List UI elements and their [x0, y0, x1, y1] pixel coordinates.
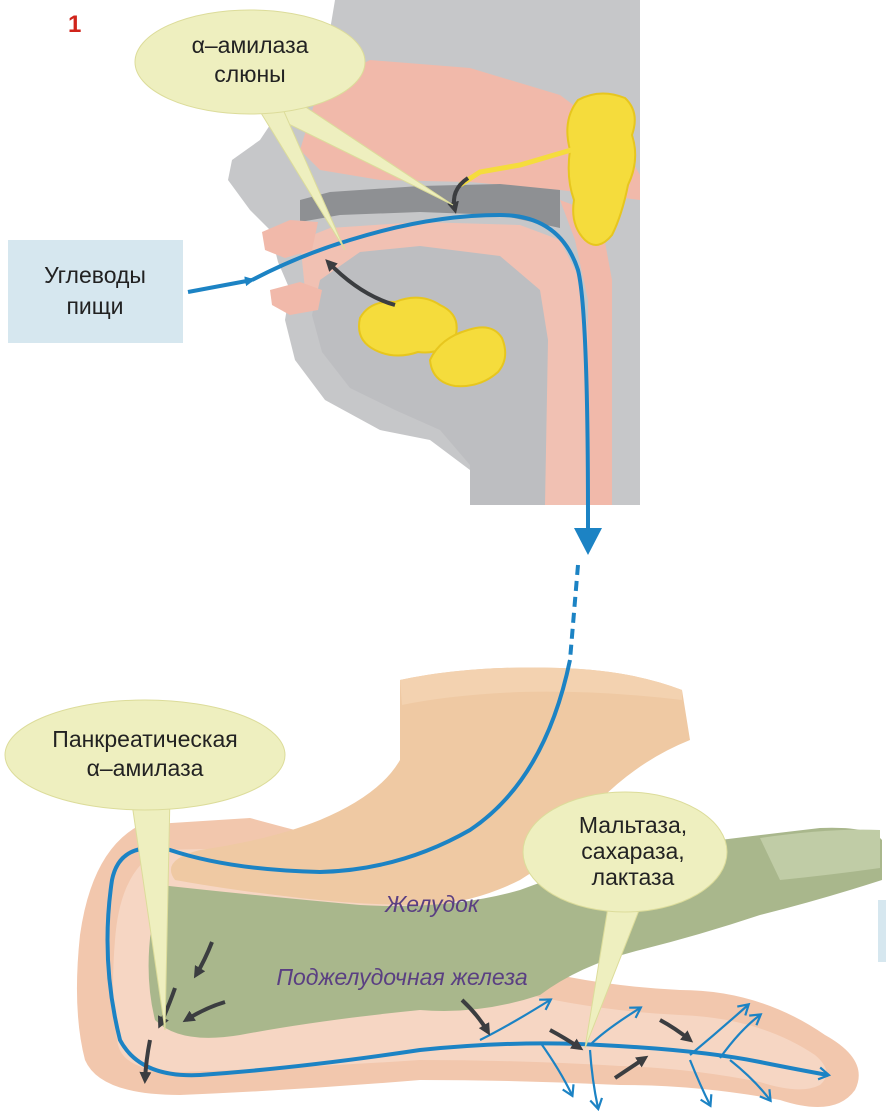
food-carbohydrates-box: Углеводы пищи	[8, 240, 183, 343]
figure-number: 1	[68, 11, 81, 38]
stomach-label: Желудок	[384, 891, 480, 917]
food-carbs-box-bg	[8, 240, 183, 343]
brush-enzymes-text-3: лактаза	[592, 864, 675, 890]
salivary-amylase-text-2: слюны	[214, 61, 285, 87]
salivary-amylase-text-1: α–амилаза	[192, 32, 309, 58]
food-carbs-text-1: Углеводы	[44, 262, 146, 288]
food-carbs-text-2: пищи	[66, 293, 123, 319]
flow-arrowhead-esophagus	[574, 528, 602, 555]
brush-enzymes-text-2: сахараза,	[581, 838, 684, 864]
food-entry-arrow	[188, 280, 252, 292]
pancreatic-amylase-text-2: α–амилаза	[87, 755, 204, 781]
cropped-box-edge	[878, 900, 886, 962]
tongue	[312, 246, 548, 505]
flow-dashed-gap	[570, 565, 578, 660]
pancreatic-amylase-text-1: Панкреатическая	[52, 726, 237, 752]
pancreas-label: Поджелудочная железа	[276, 964, 527, 990]
brush-enzymes-text-1: Мальтаза,	[579, 812, 687, 838]
